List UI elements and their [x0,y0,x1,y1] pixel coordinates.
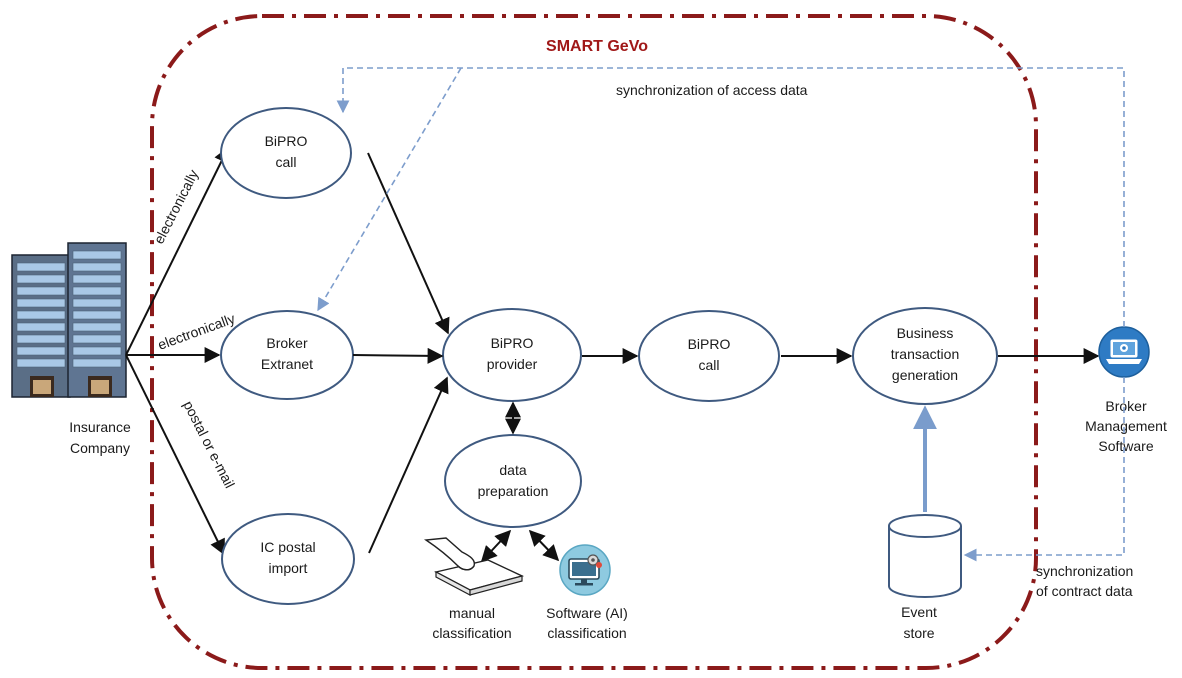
event-store-label-line2: store [903,625,934,641]
svg-text:preparation: preparation [478,483,549,499]
edge-postal-to-provider [368,376,449,554]
node-bipro-provider: BiPRO provider [442,308,582,402]
node-ic-postal-import: IC postal import [221,513,355,605]
node-data-preparation: data preparation [444,434,582,528]
software-classification-label-line1: Software (AI) [546,605,628,621]
broker-software-label-line1: Broker [1105,398,1147,414]
software-classification-label-line2: classification [547,625,626,641]
laptop-icon [1098,326,1150,378]
sync-access-label: synchronization of access data [616,82,808,98]
channel-label-top: electronically [150,167,201,246]
svg-text:generation: generation [892,367,958,383]
edge-company-to-bipro-call [125,146,229,356]
edge-extranet-to-provider [352,347,444,364]
node-bipro-call-top: BiPRO call [220,107,352,199]
svg-text:data: data [499,462,526,478]
svg-text:BiPRO: BiPRO [688,336,731,352]
sync-access-extranet-line [317,67,462,312]
manual-classification-label-line2: classification [432,625,511,641]
svg-text:provider: provider [487,356,538,372]
insurance-company-label-line1: Insurance [69,419,131,435]
edge-preparation-manual [480,529,512,563]
sync-contract-label-line2: of contract data [1036,583,1133,599]
svg-text:transaction: transaction [891,346,959,362]
svg-text:import: import [269,560,308,576]
svg-text:call: call [698,357,719,373]
svg-text:call: call [275,154,296,170]
broker-software-label-line3: Software [1098,438,1153,454]
sync-contract-line [963,377,1125,562]
event-store-label-line1: Event [901,604,937,620]
boundary-title: SMART GeVo [546,38,648,55]
hand-touch-icon [423,537,525,596]
insurance-company-label-line2: Company [70,440,130,456]
sync-access-top-line [336,67,1125,327]
svg-text:Extranet: Extranet [261,356,313,372]
sync-contract-label-line1: synchronization [1036,563,1133,579]
edge-preparation-software [528,529,560,562]
smart-gevo-boundary [150,14,1038,670]
svg-text:Business: Business [897,325,954,341]
svg-text:BiPRO: BiPRO [265,133,308,149]
channel-label-bottom: postal or e-mail [180,398,238,491]
svg-text:BiPRO: BiPRO [491,335,534,351]
database-cylinder-icon [888,514,962,598]
edge-company-to-ic-postal-import [125,354,225,556]
manual-classification-label-line1: manual [449,605,495,621]
svg-text:IC postal: IC postal [260,539,315,555]
node-broker-extranet: Broker Extranet [220,310,354,400]
edge-bipro-call-to-provider [367,152,450,335]
computer-gear-icon [559,544,611,596]
node-business-transaction-generation: Business transaction generation [852,307,998,405]
broker-software-label-line2: Management [1085,418,1167,434]
svg-text:Broker: Broker [266,335,308,351]
office-buildings-icon [11,242,127,398]
node-bipro-call-mid: BiPRO call [638,310,780,402]
